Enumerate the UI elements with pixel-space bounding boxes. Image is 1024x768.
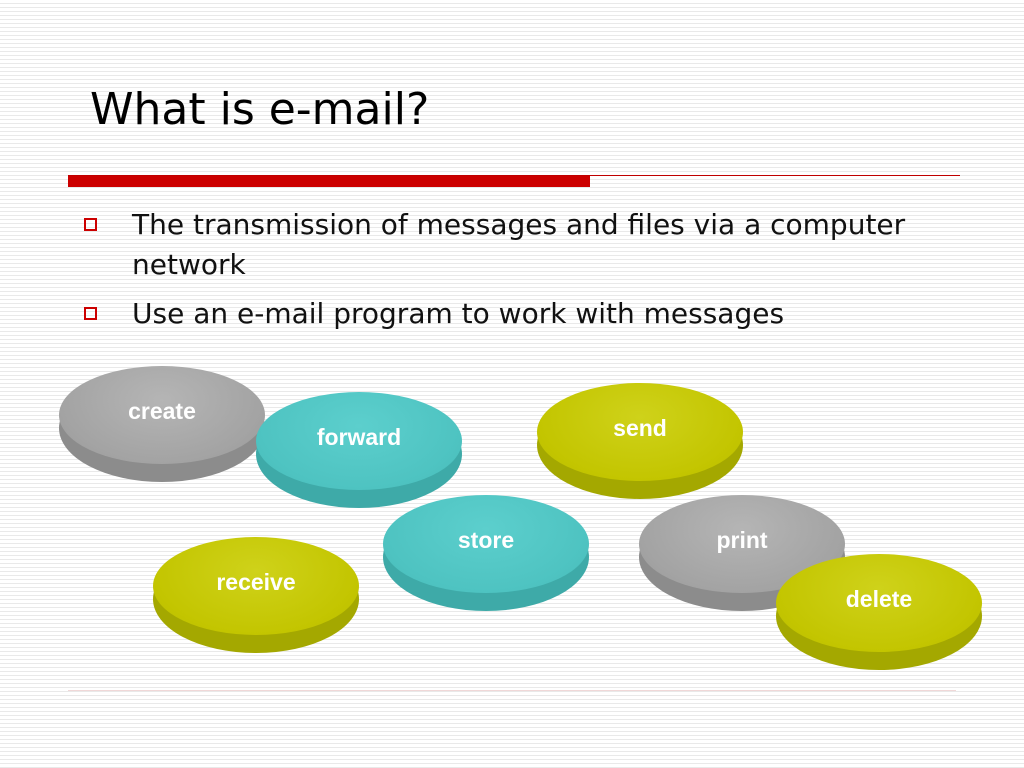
- bullet-text: Use an e-mail program to work with messa…: [132, 297, 785, 330]
- bullet-text: The transmission of messages and files v…: [132, 208, 906, 281]
- square-bullet-icon: [84, 307, 97, 320]
- slide-title: What is e-mail?: [90, 84, 430, 135]
- disk-label: print: [716, 527, 768, 553]
- disk-label: send: [613, 415, 667, 441]
- disk-delete: delete: [776, 554, 982, 670]
- disk-label: store: [457, 527, 515, 553]
- disk-label: forward: [316, 424, 402, 450]
- disk-create: create: [59, 366, 265, 482]
- disk-top: [153, 537, 359, 635]
- disk-label: receive: [216, 569, 296, 595]
- bullet-list: The transmission of messages and files v…: [84, 205, 964, 343]
- title-divider-thick: [68, 176, 590, 187]
- disk-forward: forward: [256, 392, 462, 508]
- title-divider-thin: [68, 175, 960, 176]
- disk-receive: receive: [153, 537, 359, 653]
- footer-divider: [68, 690, 956, 691]
- disk-send: send: [537, 383, 743, 499]
- disk-store: store: [383, 495, 589, 611]
- disk-top: [59, 366, 265, 464]
- disk-top: [383, 495, 589, 593]
- disk-top: [256, 392, 462, 490]
- disk-top: [537, 383, 743, 481]
- disk-label: create: [128, 398, 196, 424]
- disk-top: [776, 554, 982, 652]
- bullet-item: Use an e-mail program to work with messa…: [84, 294, 964, 334]
- disk-label: delete: [845, 586, 913, 612]
- square-bullet-icon: [84, 218, 97, 231]
- bullet-item: The transmission of messages and files v…: [84, 205, 964, 285]
